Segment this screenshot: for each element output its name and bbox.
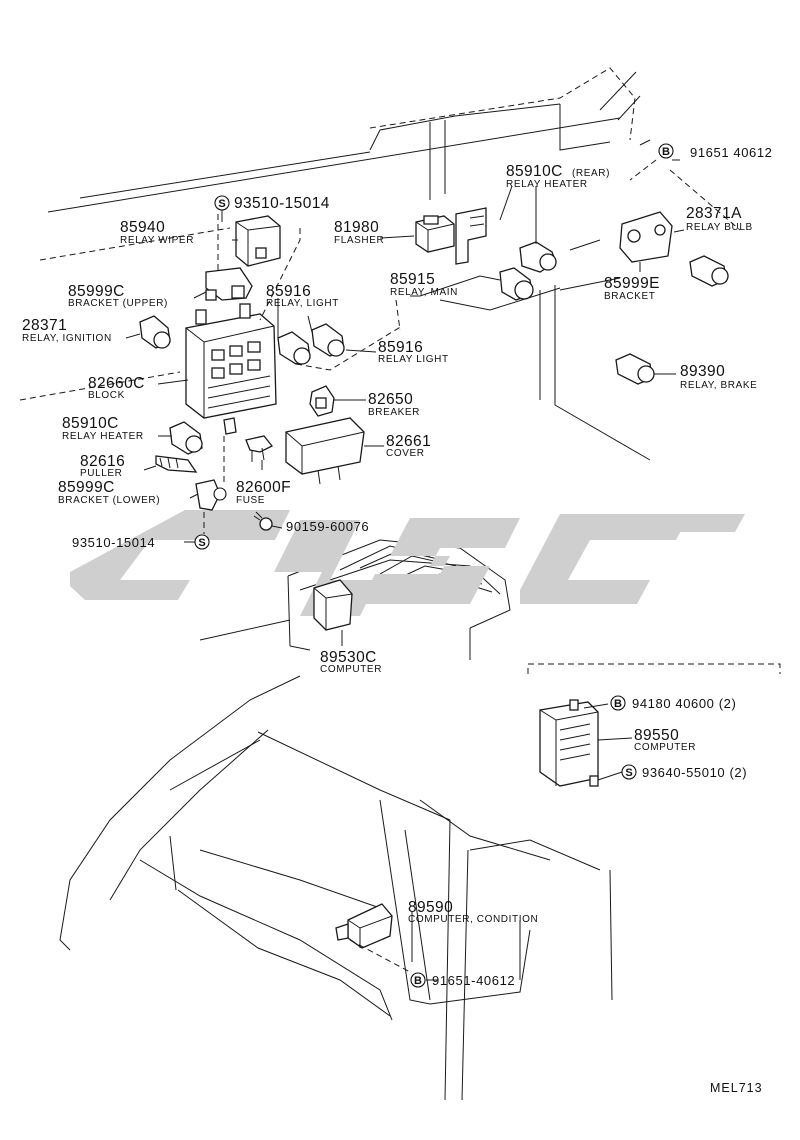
relay-light-part[interactable] bbox=[277, 323, 345, 365]
part-name-82660c: BLOCK bbox=[88, 390, 125, 401]
part-number-82660c[interactable]: 82660C bbox=[88, 375, 145, 392]
part-name-89530c: COMPUTER bbox=[320, 664, 382, 675]
lower-body-outline bbox=[59, 675, 613, 1101]
watermark-logo bbox=[70, 510, 745, 616]
bracket-lower-part[interactable] bbox=[195, 479, 227, 511]
marker-label: B bbox=[614, 698, 622, 710]
part-number-93640[interactable]: 93640-55010 (2) bbox=[642, 765, 747, 780]
relay-brake-part[interactable] bbox=[615, 353, 655, 385]
marker-label: S bbox=[625, 767, 632, 779]
part-number-85916-a[interactable]: 85916 bbox=[266, 283, 311, 300]
relay-heater-rear-part[interactable] bbox=[455, 207, 557, 273]
part-number-81980[interactable]: 81980 bbox=[334, 219, 379, 236]
part-number-82616[interactable]: 82616 bbox=[80, 453, 125, 470]
part-name-89550: COMPUTER bbox=[634, 742, 696, 753]
part-name-85940: RELAY WIPER bbox=[120, 235, 194, 246]
part-name-85910c-rear: RELAY HEATER bbox=[506, 179, 588, 190]
puller-part[interactable] bbox=[155, 455, 198, 473]
computer-89550-part[interactable] bbox=[539, 699, 599, 787]
diagram-code: MEL713 bbox=[710, 1081, 763, 1095]
b-marker-94180: B bbox=[610, 695, 626, 711]
part-number-85916-b[interactable]: 85916 bbox=[378, 339, 423, 356]
part-name-81980: FLASHER bbox=[334, 235, 384, 246]
part-name-85999c-upper: BRACKET (UPPER) bbox=[68, 298, 168, 309]
part-number-82661[interactable]: 82661 bbox=[386, 433, 431, 450]
part-name-85915: RELAY, MAIN bbox=[390, 287, 458, 298]
s-marker-93640: S bbox=[621, 764, 637, 780]
part-number-90159[interactable]: 90159-60076 bbox=[286, 519, 369, 534]
breaker-part[interactable] bbox=[309, 385, 335, 417]
relay-bulb-part[interactable] bbox=[689, 255, 729, 287]
part-number-28371a[interactable]: 28371A bbox=[686, 205, 742, 222]
part-number-85910c[interactable]: 85910C bbox=[62, 415, 119, 432]
part-number-85940[interactable]: 85940 bbox=[120, 219, 165, 236]
bracket-85999e-part[interactable] bbox=[619, 211, 673, 263]
part-name-82661: COVER bbox=[386, 448, 425, 459]
part-number-93510-bottom[interactable]: 93510-15014 bbox=[72, 535, 155, 550]
b-marker-top: B bbox=[658, 143, 674, 159]
part-name-85910c: RELAY HEATER bbox=[62, 431, 144, 442]
part-name-85999c-lower: BRACKET (LOWER) bbox=[58, 495, 160, 506]
relay-wiper-part[interactable] bbox=[235, 215, 281, 267]
cover-part[interactable] bbox=[285, 417, 365, 485]
b-marker-bottom: B bbox=[410, 972, 426, 988]
part-number-89530c[interactable]: 89530C bbox=[320, 649, 377, 666]
part-name-82616: PULLER bbox=[80, 468, 123, 479]
part-name-85999e: BRACKET bbox=[604, 291, 655, 302]
part-number-85910c-rear[interactable]: 85910C bbox=[506, 163, 563, 180]
part-number-89390[interactable]: 89390 bbox=[680, 363, 725, 380]
computer-89530c-part[interactable] bbox=[313, 579, 353, 631]
part-name-82600f: FUSE bbox=[236, 495, 265, 506]
leader-lines bbox=[125, 159, 781, 981]
part-number-89550[interactable]: 89550 bbox=[634, 727, 679, 744]
part-name-82650: BREAKER bbox=[368, 407, 420, 418]
dashboard-outline bbox=[19, 67, 651, 461]
marker-label: B bbox=[662, 146, 670, 158]
s-marker-bottom: S bbox=[194, 534, 210, 550]
part-number-91651-top[interactable]: 91651 40612 bbox=[690, 145, 773, 160]
part-qualifier-rear: (REAR) bbox=[572, 168, 610, 179]
marker-label: B bbox=[414, 975, 422, 987]
bracket-upper-part[interactable] bbox=[205, 267, 253, 301]
part-number-85915[interactable]: 85915 bbox=[390, 271, 435, 288]
screw-part[interactable] bbox=[253, 511, 273, 531]
part-number-82650[interactable]: 82650 bbox=[368, 391, 413, 408]
part-number-89590[interactable]: 89590 bbox=[408, 899, 453, 916]
computer-89590-part[interactable] bbox=[335, 903, 393, 949]
part-number-85999c-upper[interactable]: 85999C bbox=[68, 283, 125, 300]
relay-main-part[interactable] bbox=[499, 267, 534, 301]
part-name-89390: RELAY, BRAKE bbox=[680, 380, 757, 391]
s-marker-top: S bbox=[214, 195, 230, 211]
part-name-28371: RELAY, IGNITION bbox=[22, 333, 112, 344]
flasher-part[interactable] bbox=[415, 215, 455, 253]
part-name-85916-b: RELAY LIGHT bbox=[378, 354, 449, 365]
fuse-part[interactable] bbox=[245, 435, 274, 462]
relay-ignition-part[interactable] bbox=[139, 315, 171, 349]
part-number-93510-top[interactable]: 93510-15014 bbox=[234, 195, 330, 212]
part-number-85999e[interactable]: 85999E bbox=[604, 275, 660, 292]
junction-block-part[interactable] bbox=[185, 303, 277, 435]
part-number-91651-bottom[interactable]: 91651-40612 bbox=[432, 973, 515, 988]
part-name-28371a: RELAY BULB bbox=[686, 222, 753, 233]
part-number-82600f[interactable]: 82600F bbox=[236, 479, 291, 496]
part-number-94180[interactable]: 94180 40600 (2) bbox=[632, 696, 736, 711]
marker-label: S bbox=[198, 537, 205, 549]
relay-heater-part[interactable] bbox=[169, 421, 203, 455]
marker-label: S bbox=[218, 198, 225, 210]
part-number-28371[interactable]: 28371 bbox=[22, 317, 67, 334]
part-number-85999c-lower[interactable]: 85999C bbox=[58, 479, 115, 496]
part-name-89590: COMPUTER, CONDITION bbox=[408, 914, 538, 925]
part-name-85916-a: RELAY, LIGHT bbox=[266, 298, 339, 309]
